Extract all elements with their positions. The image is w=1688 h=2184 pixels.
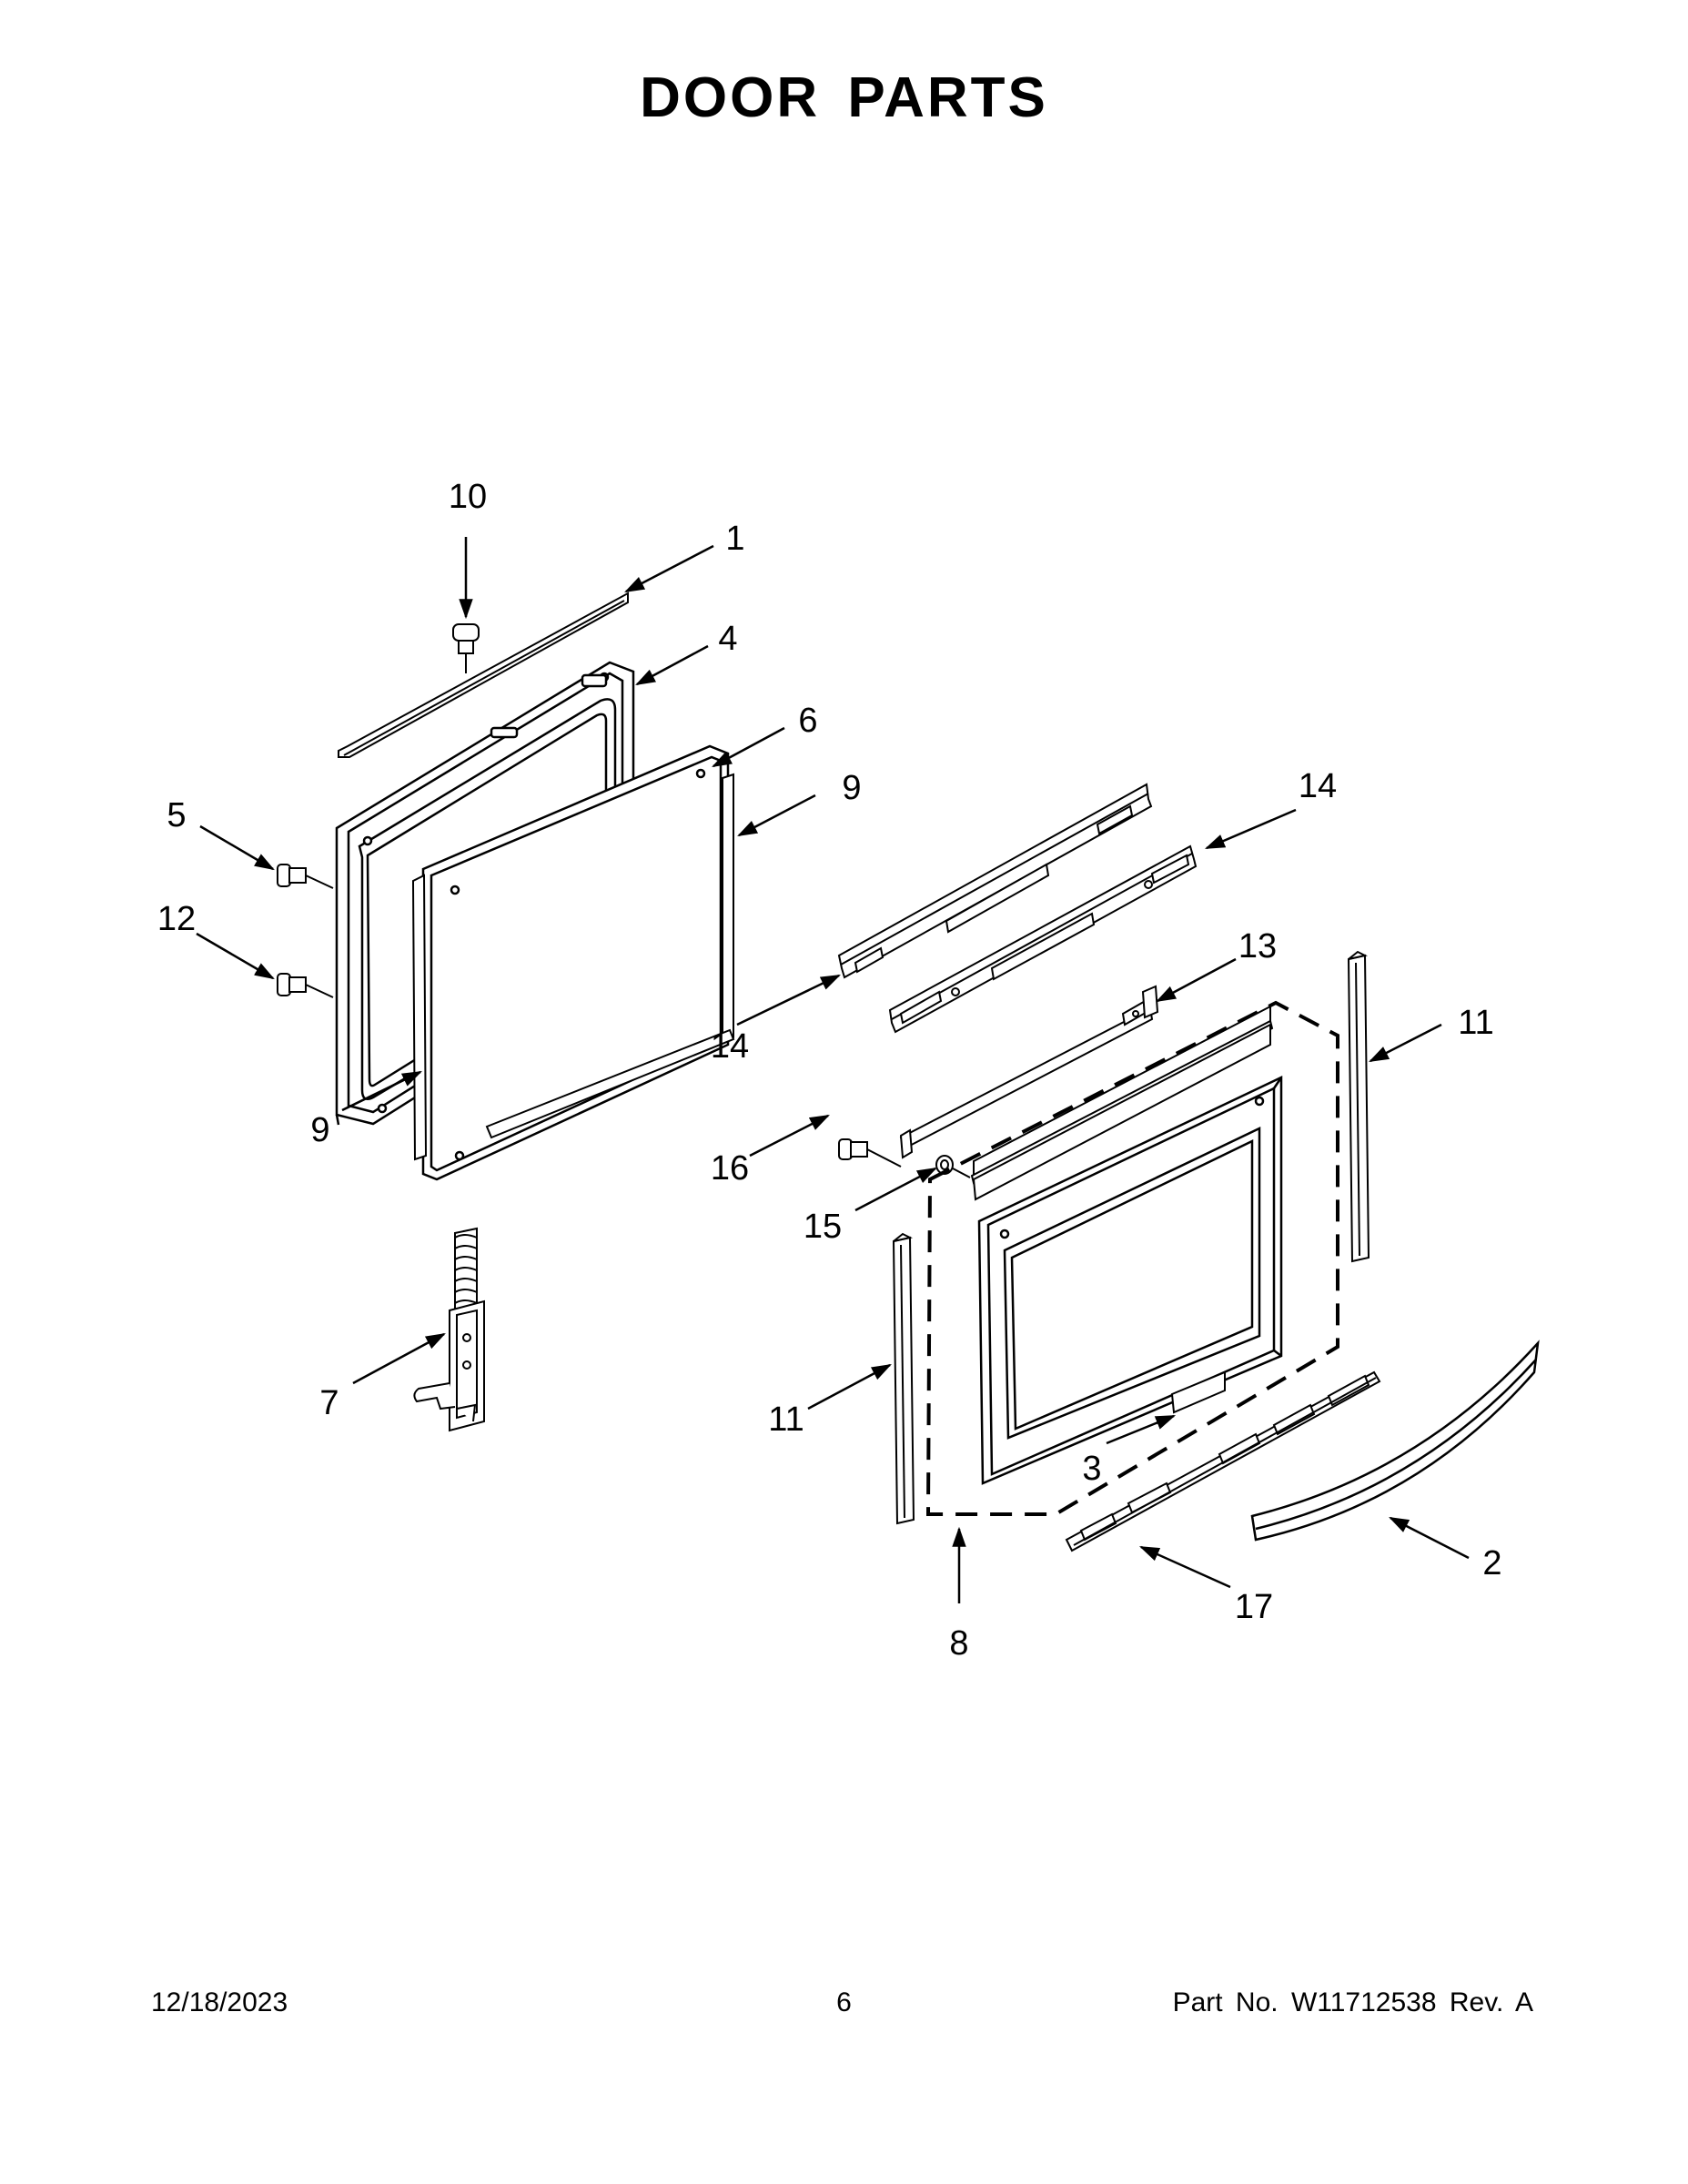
callout-2: 2 (1482, 1544, 1501, 1582)
callout-11a: 11 (1458, 1004, 1493, 1042)
part-8-outer-door-outline (925, 1000, 1339, 1516)
leader-9a (737, 794, 816, 837)
part-1-top-trim (338, 592, 629, 758)
part-12-screw (277, 973, 334, 998)
leader-6 (712, 726, 785, 768)
callout-4: 4 (718, 620, 737, 658)
leader-1 (624, 544, 714, 593)
callout-13: 13 (1238, 927, 1277, 966)
leader-15 (854, 1167, 937, 1212)
part-9-glass-seal (411, 773, 735, 1161)
callout-10: 10 (449, 478, 487, 516)
callout-numbers: 10 1 4 6 9 5 12 9 7 14 14 13 11 16 15 11… (157, 478, 1502, 1663)
part-11-side-trim-right (1347, 950, 1370, 1263)
leader-7 (352, 1332, 446, 1385)
callout-5: 5 (167, 796, 186, 834)
callout-7: 7 (319, 1384, 339, 1422)
leader-4 (635, 644, 709, 686)
leader-9b (341, 1070, 422, 1112)
part-10-screw (452, 623, 480, 673)
leader-14b (736, 974, 841, 1026)
callout-12: 12 (157, 900, 196, 938)
leader-12 (196, 932, 275, 980)
callout-14b: 14 (711, 1027, 749, 1066)
footer-part-number: Part No. W11712538 Rev. A (1172, 1987, 1533, 2017)
part-7-hinge (413, 1227, 485, 1432)
footer-date: 12/18/2023 (151, 1987, 288, 2017)
part-3-label (1170, 1370, 1226, 1414)
callout-16: 16 (711, 1149, 749, 1188)
leader-14a (1204, 808, 1297, 850)
leader-13 (1156, 957, 1237, 1003)
footer-page-number: 6 (836, 1987, 852, 2017)
leader-11b (807, 1363, 892, 1410)
callout-17: 17 (1235, 1588, 1273, 1626)
door-gasket-strip (972, 1023, 1271, 1201)
leader-11a (1369, 1023, 1442, 1063)
page-title: DOOR PARTS (640, 66, 1048, 129)
callout-9b: 9 (310, 1111, 329, 1149)
callout-11b: 11 (768, 1400, 804, 1439)
part-5-screw (277, 864, 334, 889)
part-17-handle-bracket (1065, 1370, 1381, 1552)
leader-17 (1138, 1545, 1231, 1589)
callout-14a: 14 (1299, 767, 1337, 805)
part-2-handle (1250, 1340, 1540, 1542)
leader-lines (196, 537, 1470, 1603)
part-11-side-trim-left (892, 1232, 915, 1525)
callout-8: 8 (949, 1624, 968, 1663)
leader-2 (1389, 1516, 1470, 1560)
callout-3: 3 (1082, 1450, 1101, 1488)
part-14-channel-lower (888, 844, 1198, 1034)
leader-3 (1106, 1414, 1177, 1445)
callout-1: 1 (725, 520, 744, 558)
leader-16 (749, 1114, 830, 1158)
part-14-channel-upper (837, 783, 1153, 979)
part-13-bracket (899, 985, 1159, 1159)
callout-9a: 9 (842, 769, 861, 807)
callout-15: 15 (804, 1208, 842, 1246)
leader-5 (199, 824, 275, 871)
callout-6: 6 (798, 702, 817, 740)
part-16-screw (838, 1138, 902, 1168)
